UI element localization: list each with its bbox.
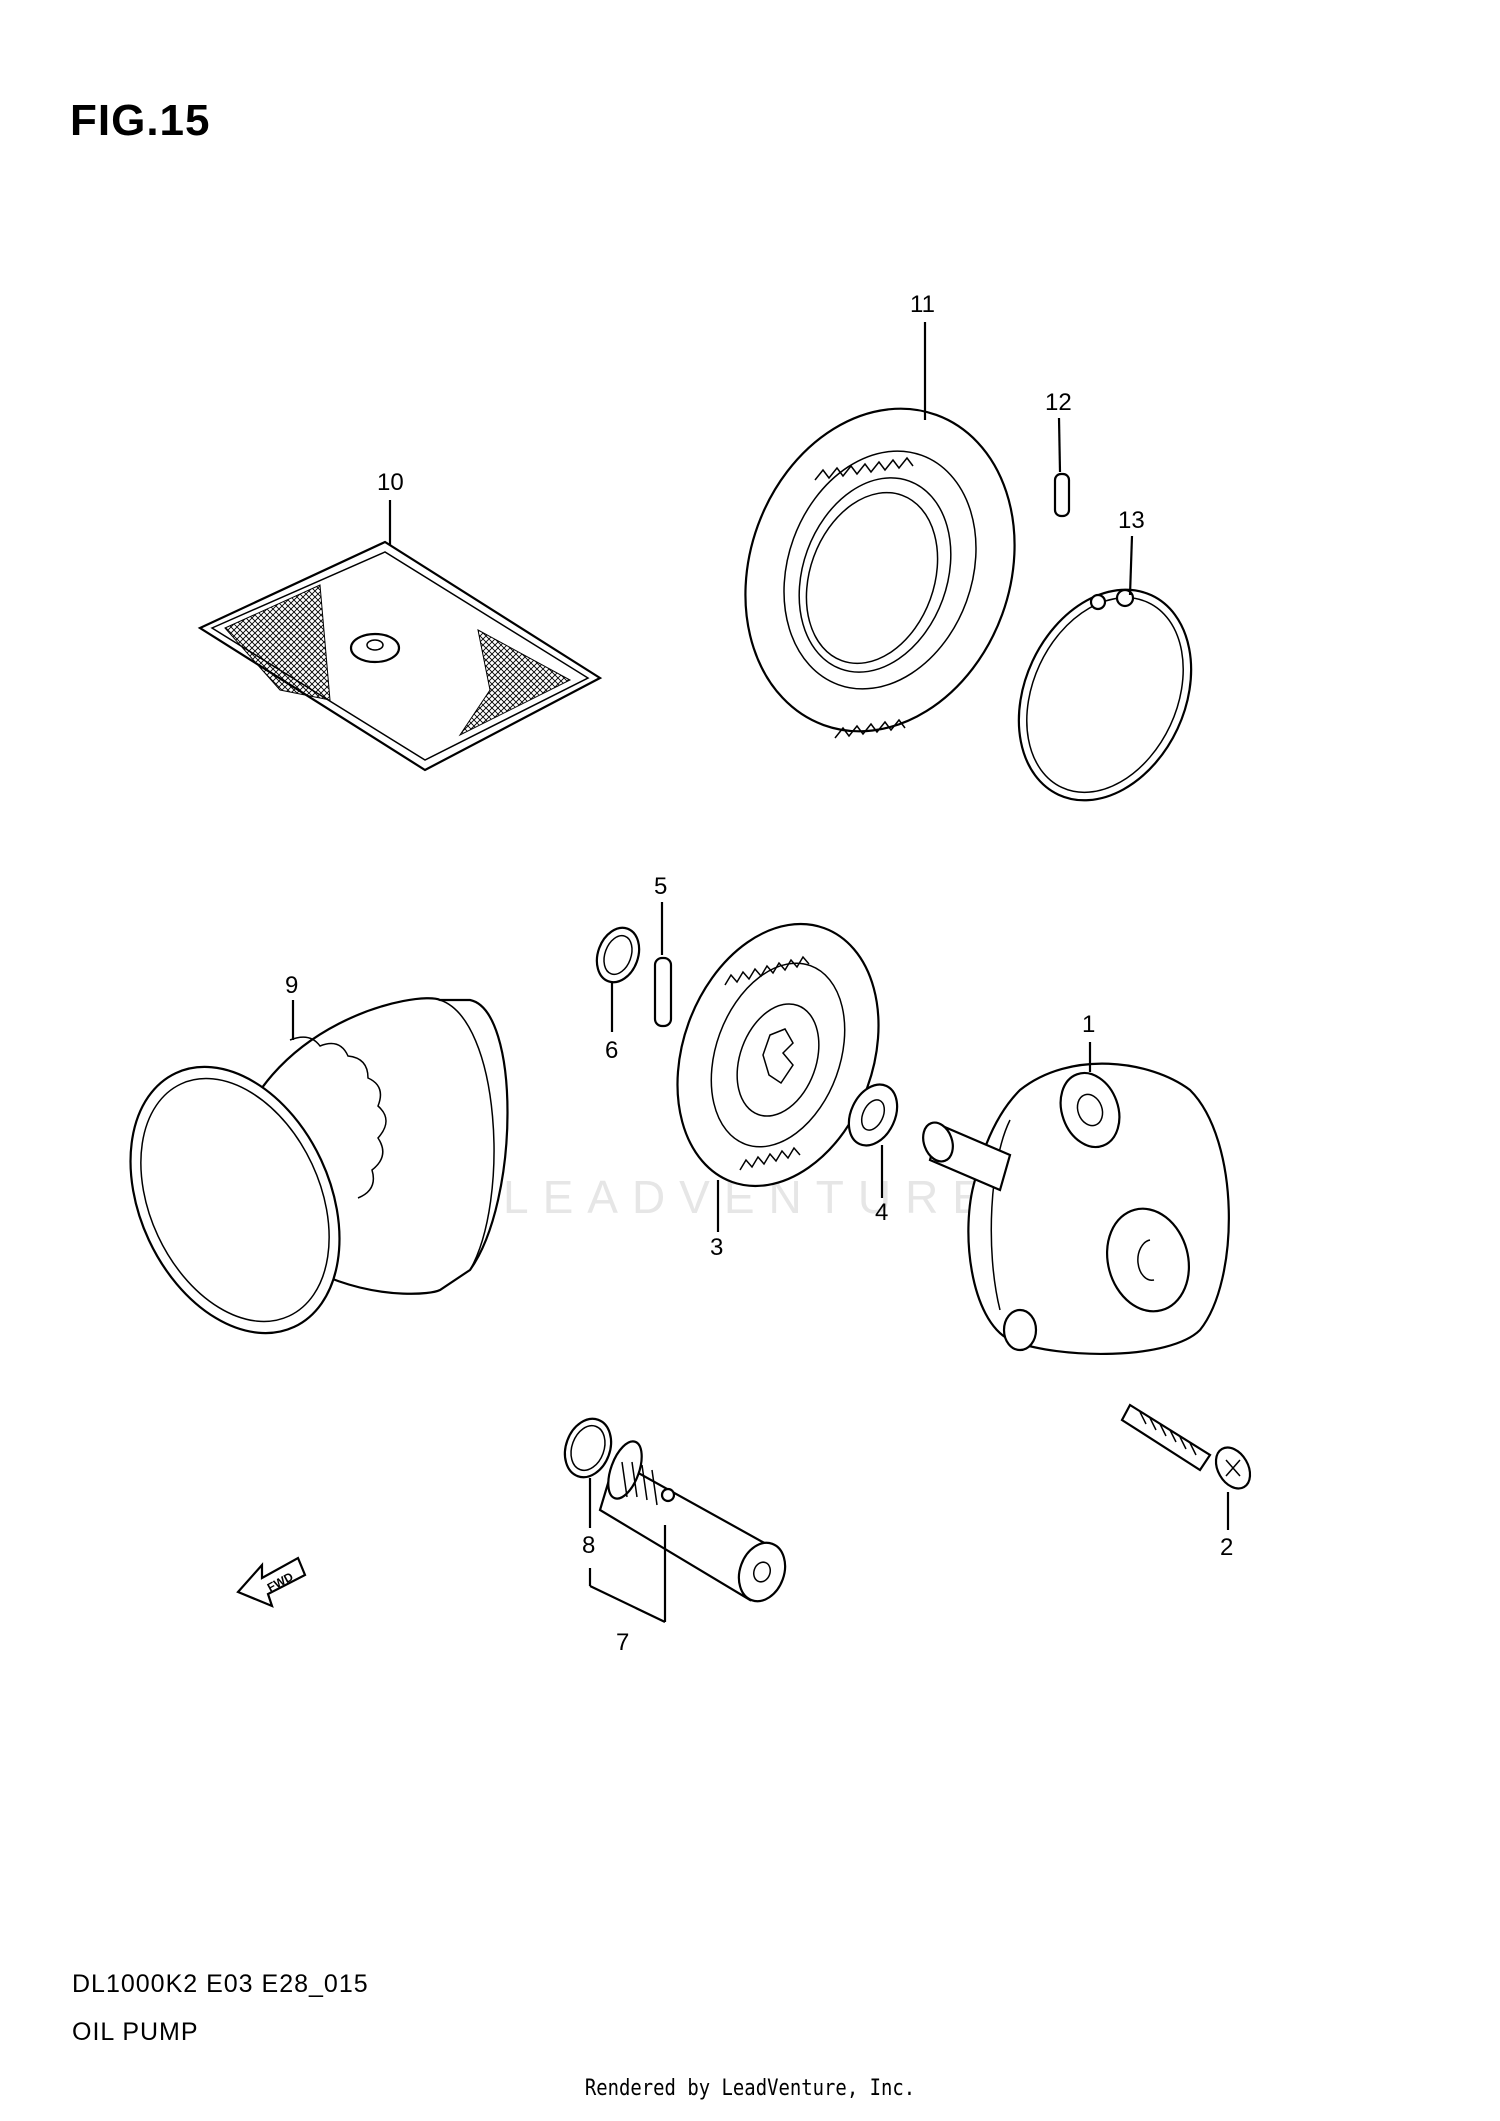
pump-gear-part[interactable] [643,896,914,1215]
callout-10[interactable]: 10 [377,469,404,496]
pin-part-12[interactable] [1053,472,1071,518]
circlip-part-13[interactable] [986,561,1224,828]
forward-arrow-icon: FWD [236,1556,307,1608]
callout-11[interactable]: 11 [910,291,935,318]
callout-8[interactable]: 8 [582,1532,595,1559]
driven-gear-part[interactable] [701,370,1058,769]
diagram-title: OIL PUMP [72,2018,199,2046]
callout-4[interactable]: 4 [875,1199,888,1226]
callout-1[interactable]: 1 [1082,1011,1095,1038]
snap-ring-part-6[interactable] [590,922,647,988]
callout-6[interactable]: 6 [605,1037,618,1064]
callout-7[interactable]: 7 [616,1629,629,1656]
callout-5[interactable]: 5 [654,873,667,900]
oil-pump-body-part[interactable] [918,1062,1230,1356]
bolt-part-2[interactable] [1120,1403,1257,1495]
render-credit: Rendered by LeadVenture, Inc. [584,2076,916,2101]
pin-part-5[interactable] [653,956,673,1028]
figure-title: FIG.15 [70,96,211,145]
callout-12[interactable]: 12 [1045,389,1072,416]
callout-13[interactable]: 13 [1118,507,1145,534]
model-code: DL1000K2 E03 E28_015 [72,1970,369,1998]
o-ring-part-8[interactable] [557,1412,619,1483]
callout-2[interactable]: 2 [1220,1534,1233,1561]
callout-3[interactable]: 3 [710,1234,723,1261]
relief-valve-part-7[interactable] [598,1437,793,1608]
callout-9[interactable]: 9 [285,972,298,999]
oil-strainer-part[interactable] [197,540,603,772]
washer-part-4[interactable] [840,1077,907,1154]
oil-filter-part[interactable] [90,997,509,1367]
leader-lines [291,322,1230,1623]
